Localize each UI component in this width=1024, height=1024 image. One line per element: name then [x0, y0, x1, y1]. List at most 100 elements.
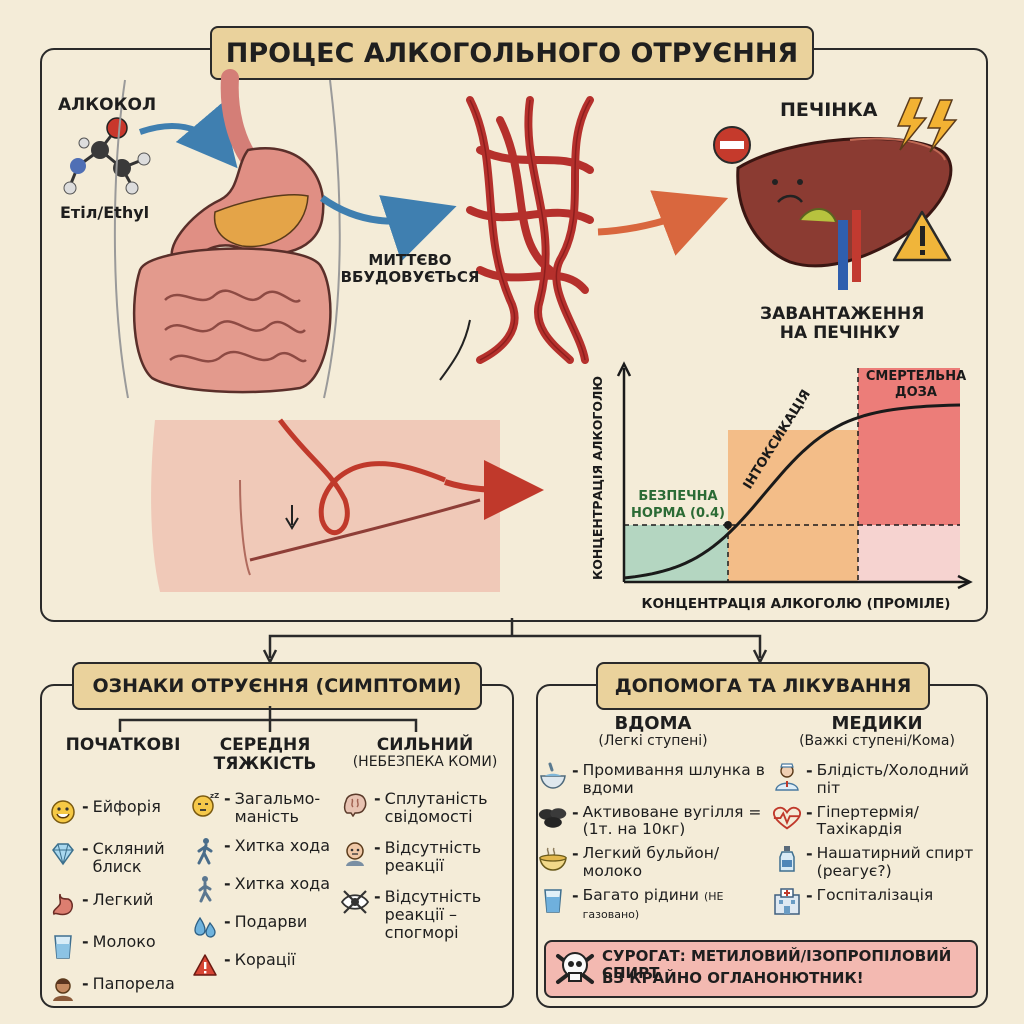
soup-icon: [538, 845, 568, 873]
list-item-label: Легкий: [92, 889, 154, 909]
item-dash: -: [82, 973, 89, 993]
item-dash: -: [224, 949, 231, 969]
list-item-label: Хитка хода: [234, 835, 330, 855]
list-item-text: Легкий бульйон/молоко: [583, 844, 768, 881]
list-item-text: Ейфорія: [93, 797, 161, 816]
arm-skin-icon: [151, 418, 544, 592]
page-title-text: ПРОЦЕС АЛКОГОЛЬНОГО ОТРУЄННЯ: [225, 37, 799, 69]
list-item-label: Госпіталізація: [816, 885, 934, 904]
arrow-to-liver-icon: [597, 190, 729, 256]
list-item-label: Відсутність реакції: [384, 837, 482, 876]
list-item-note: (НЕ газовано): [582, 889, 724, 921]
list-item: -Блідість/Холодний піт: [772, 761, 982, 798]
list-item-text: Блідість/Холодний піт: [817, 761, 982, 798]
column-title-text: СИЛЬНИЙ: [376, 735, 474, 755]
item-dash: -: [806, 761, 813, 780]
list-item: -Відсутність реакції – спогморі: [340, 886, 510, 943]
list-item: -Легкий бульйон/молоко: [538, 844, 768, 881]
surrogate-warning-line2: ВЗ КРАЙНО ОГЛАНОНЮТНИК!: [602, 969, 864, 987]
column-subtitle: (Важкі ступені/Кома): [799, 733, 955, 750]
item-dash: -: [572, 844, 579, 864]
item-dash: -: [572, 761, 579, 780]
item-dash: -: [82, 797, 89, 816]
list-item-text: Відсутність реакції: [384, 837, 510, 876]
list-item-label: Сплутаність свідомості: [384, 789, 488, 827]
list-item-label: Багато рідини: [582, 885, 699, 904]
arrow-to-chart-icon: [444, 459, 544, 520]
list-item: -Промивання шлунка в вдоми: [538, 761, 768, 798]
list-item-text: Хитка хода: [234, 835, 330, 855]
footsteps-icon: [190, 875, 220, 903]
list-item-label: Гіпертермія/ Тахікардія: [816, 802, 919, 839]
chart-zone-1: [728, 430, 858, 582]
brain-icon: [340, 790, 370, 818]
list-item-label: Скляний блиск: [92, 839, 165, 877]
section-connector: [262, 618, 768, 665]
item-dash: -: [224, 873, 231, 893]
chart-zone-0: [624, 525, 728, 582]
list-item-text: Загальмо-маність: [234, 789, 340, 827]
page-title: ПРОЦЕС АЛКОГОЛЬНОГО ОТРУЄННЯ: [210, 26, 814, 80]
minus-icon: [713, 126, 751, 164]
list-item: -Нашатирний спирт (реагує?): [772, 844, 982, 881]
item-dash: -: [572, 885, 579, 905]
list-item-label: Молоко: [92, 931, 156, 951]
item-dash: -: [224, 835, 231, 855]
list-item-text: Легкий: [92, 889, 154, 909]
list-item: -Хитка хода: [190, 835, 340, 865]
chart-zone-lethal-low: [858, 525, 960, 582]
list-item-text: Подарви: [235, 912, 308, 931]
column-title-text: СЕРЕДНЯ ТЯЖКІСТЬ: [213, 735, 317, 775]
list-item: -Скляний блиск: [48, 839, 198, 877]
item-dash: -: [82, 889, 89, 909]
skull-icon: [556, 952, 594, 984]
item-dash: -: [374, 837, 381, 857]
surrogate-warning-line1: СУРОГАТ: МЕТИЛОВИЙ/ІЗОПРОПІЛОВИЙ СПИРТ: [602, 947, 952, 982]
doctor-icon: [772, 762, 802, 791]
intestines-icon: [132, 247, 332, 394]
list-item: -Подарви: [190, 912, 340, 941]
list-item: -Папорела: [48, 973, 198, 1003]
head-icon: [340, 839, 370, 867]
column-title: МЕДИКИ(Важкі ступені/Кома): [772, 713, 982, 754]
item-dash: -: [572, 802, 579, 822]
list-item: -Хитка хода: [190, 873, 340, 903]
alcohol-label: АЛКОКОЛ: [58, 95, 157, 115]
liver-load-label: ЗАВАНТАЖЕННЯ НА ПЕЧІНКУ: [760, 304, 925, 344]
help-title-text: ДОПОМОГА ТА ЛІКУВАННЯ: [614, 675, 912, 697]
eye-crossed-icon: [340, 888, 370, 916]
symptoms-title-text: ОЗНАКИ ОТРУЄННЯ (СИМПТОМИ): [92, 675, 462, 697]
list-item-text: Промивання шлунка в вдоми: [582, 761, 768, 798]
glass-icon: [48, 933, 78, 961]
chart-curve-line: [623, 403, 961, 580]
item-dash: -: [806, 885, 813, 905]
column-title: ВДОМА(Легкі ступені): [538, 713, 768, 754]
list-item-text: Відсутність реакції – спогморі: [385, 887, 510, 943]
list-item-label: Загальмо-маність: [234, 789, 321, 827]
chart-x-label: КОНЦЕНТРАЦІЯ АЛКОГОЛЮ (ПРОМІЛЕ): [642, 596, 951, 612]
drops-icon: [190, 913, 220, 941]
list-item-label: Промивання шлунка в вдоми: [582, 761, 765, 797]
list-item: -Ейфорія: [48, 797, 198, 826]
help-title: ДОПОМОГА ТА ЛІКУВАННЯ: [596, 662, 930, 710]
list-item: -Багато рідини (НЕ газовано): [538, 885, 768, 923]
sleepy-face-icon: zZ: [190, 790, 220, 818]
list-item-text: Нашатирний спирт (реагує?): [817, 844, 982, 881]
water-glass-icon: [538, 887, 568, 915]
list-item: -Сплутаність свідомості: [340, 789, 510, 827]
chart-y-label: КОНЦЕНТРАЦІЯ АЛКОГОЛЮ: [590, 376, 605, 580]
lightning-icon: [896, 97, 958, 153]
item-dash: -: [806, 844, 813, 864]
column-title-text: ПОЧАТКОВІ: [65, 735, 181, 755]
charcoal-icon: [538, 804, 568, 832]
column-title: ПОЧАТКОВІ: [48, 735, 198, 780]
list-item: -Госпіталізація: [772, 885, 982, 915]
list-item-label: Корації: [234, 949, 296, 969]
list-item: -Активоване вугілля = (1т. на 10кг): [538, 802, 768, 840]
list-item-label: Активоване вугілля = (1т. на 10кг): [582, 802, 762, 839]
item-dash: -: [374, 886, 381, 906]
ethyl-label: Етіл/Ethyl: [60, 203, 150, 222]
walking-icon: [190, 837, 220, 865]
